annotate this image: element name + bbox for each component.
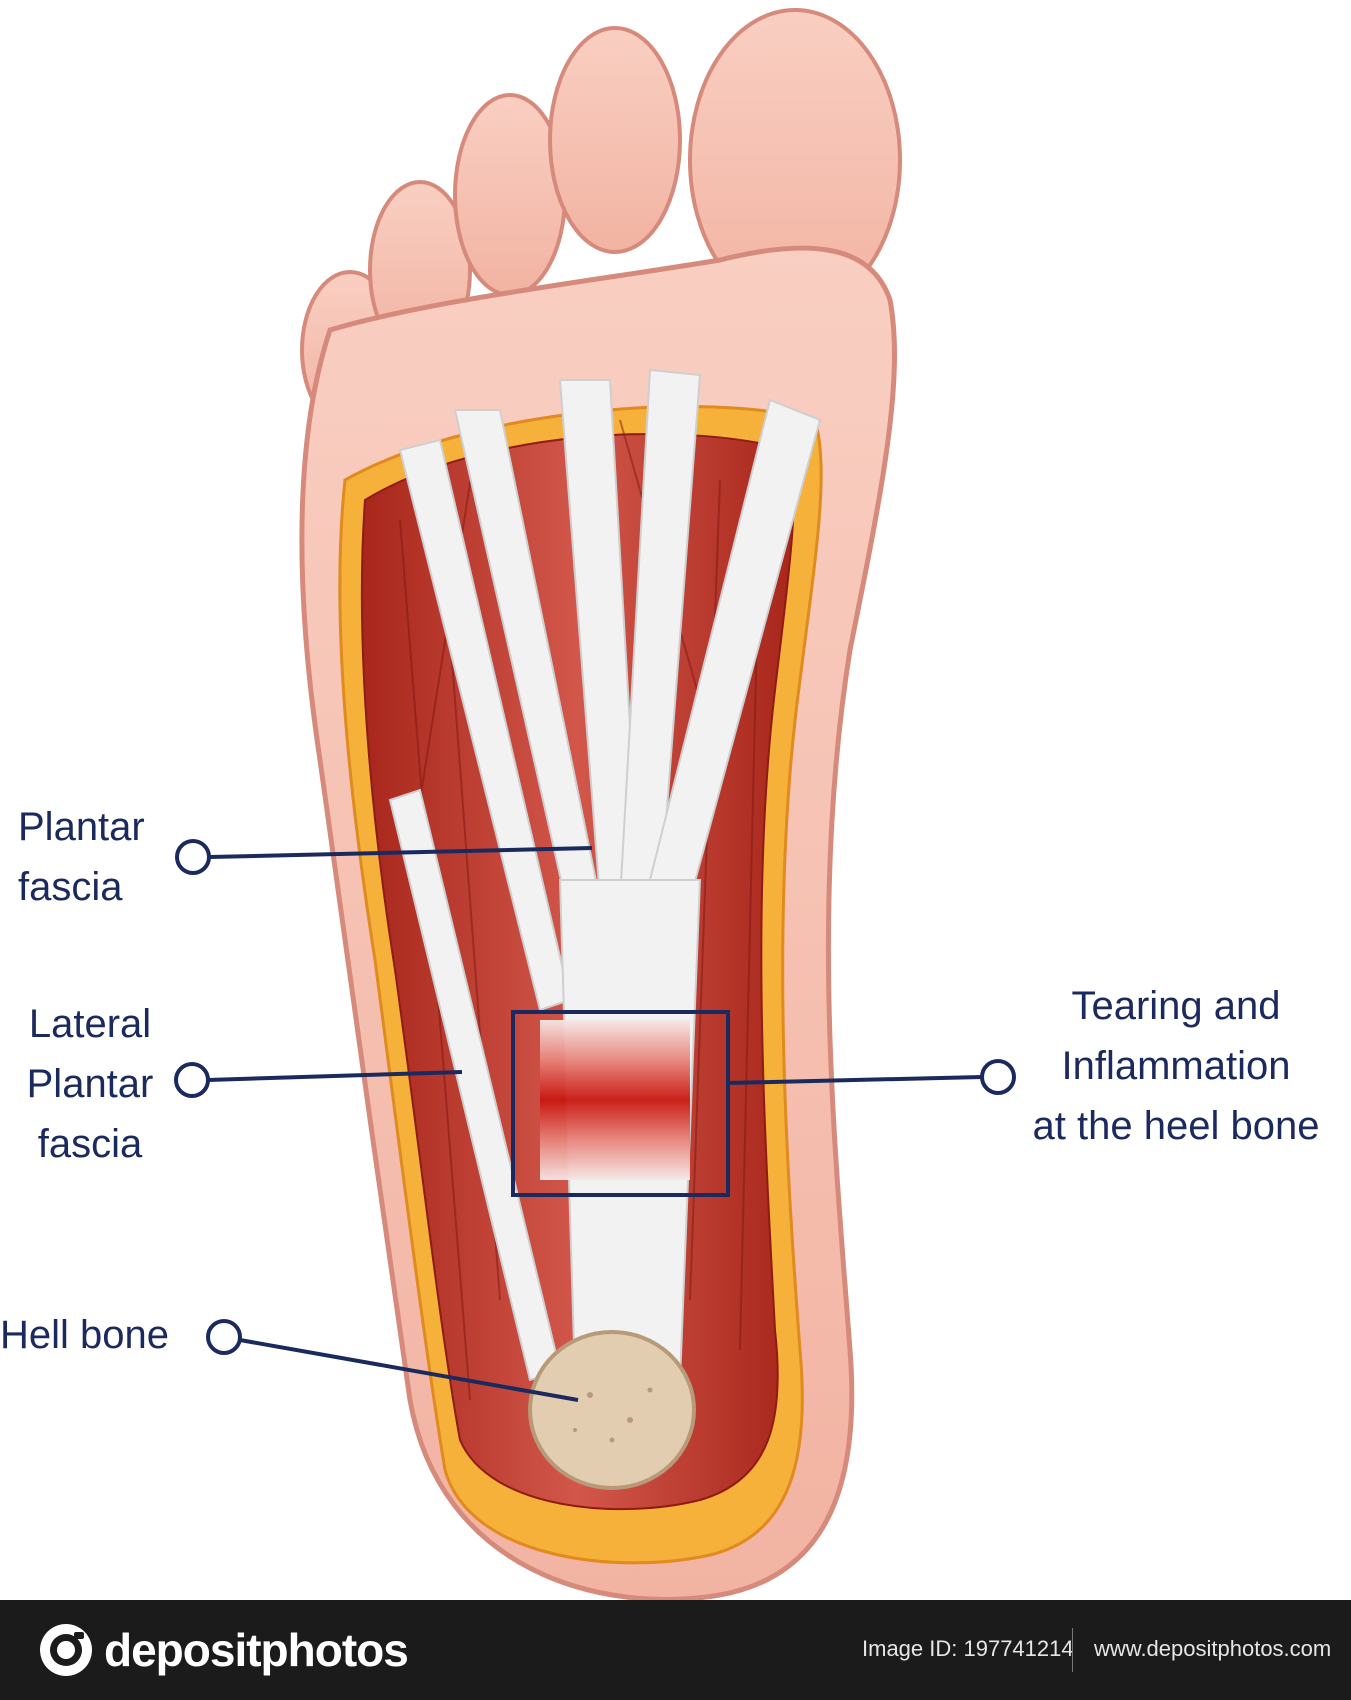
heel-bone bbox=[528, 1330, 696, 1490]
footer-divider bbox=[1072, 1628, 1073, 1672]
lateral-plantar-fascia-label-line-2: Plantar bbox=[26, 1062, 154, 1106]
lateral-plantar-fascia-leader bbox=[207, 1070, 463, 1082]
leader-markers bbox=[174, 839, 1016, 1355]
plantar-fascia-label: Plantar fascia bbox=[18, 797, 145, 917]
site-url-link[interactable]: www.depositphotos.com bbox=[1094, 1636, 1332, 1661]
tearing-label-line-2: Inflammation bbox=[1061, 1044, 1291, 1088]
heel-bone-label: Hell bone bbox=[0, 1305, 169, 1365]
heel-bone-texture bbox=[573, 1387, 653, 1443]
plantar-fascia-leader bbox=[209, 846, 593, 859]
plantar-fascia-label-line-1: Plantar bbox=[18, 805, 145, 849]
heel-bone-leader bbox=[239, 1338, 579, 1402]
camera-icon bbox=[40, 1624, 92, 1676]
lateral-plantar-fascia-label: Lateral Plantar fascia bbox=[10, 994, 170, 1174]
foot-illustration bbox=[174, 8, 1016, 1600]
depositphotos-logo: depositphotos bbox=[38, 1622, 409, 1678]
logo-text: depositphotos bbox=[104, 1624, 409, 1676]
plantar-fascia-marker bbox=[175, 839, 211, 875]
tearing-leader bbox=[727, 1075, 983, 1085]
second-toe bbox=[548, 26, 682, 254]
watermark-footer: depositphotos Image ID: 197741214 www.de… bbox=[0, 1600, 1351, 1700]
plantar-fascia-label-line-2: fascia bbox=[18, 865, 123, 909]
leader-lines bbox=[207, 846, 983, 1402]
tearing-label: Tearing and Inflammation at the heel bon… bbox=[990, 976, 1351, 1156]
image-id-text: Image ID: 197741214 bbox=[862, 1636, 1074, 1661]
inflammation-zone bbox=[540, 1020, 690, 1180]
tearing-label-line-3: at the heel bone bbox=[1032, 1104, 1320, 1148]
heel-bone-label-text: Hell bone bbox=[0, 1313, 170, 1357]
tear-highlight-box bbox=[511, 1010, 730, 1197]
tearing-label-line-1: Tearing and bbox=[1071, 984, 1281, 1028]
tearing-marker bbox=[980, 1059, 1016, 1095]
third-toe bbox=[453, 93, 567, 297]
lateral-plantar-fascia-label-line-3: fascia bbox=[37, 1122, 143, 1166]
lateral-plantar-fascia-marker bbox=[174, 1062, 210, 1098]
heel-bone-marker bbox=[206, 1319, 242, 1355]
lateral-plantar-fascia-label-line-1: Lateral bbox=[28, 1002, 152, 1046]
